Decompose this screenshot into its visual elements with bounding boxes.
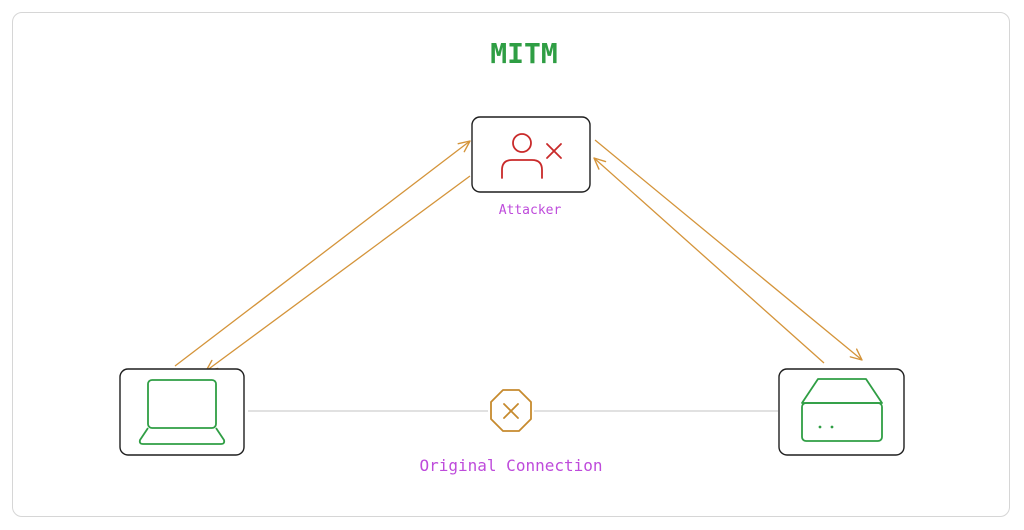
arrow-attacker-to-client [205, 175, 471, 372]
attacker-label: Attacker [499, 203, 562, 218]
attacker-user-x-icon [501, 133, 562, 179]
diagram-title: MITM [490, 37, 557, 70]
original-connection-label: Original Connection [419, 456, 602, 475]
arrow-attacker-to-server [594, 139, 863, 361]
laptop-icon [138, 379, 226, 445]
client-node[interactable] [119, 368, 245, 456]
arrow-client-to-attacker [174, 140, 471, 367]
blocked-octagon-x-icon [490, 389, 532, 432]
attacker-node[interactable] [471, 116, 591, 193]
server-icon [801, 378, 883, 442]
arrow-server-to-attacker [593, 157, 825, 364]
server-node[interactable] [778, 368, 905, 456]
